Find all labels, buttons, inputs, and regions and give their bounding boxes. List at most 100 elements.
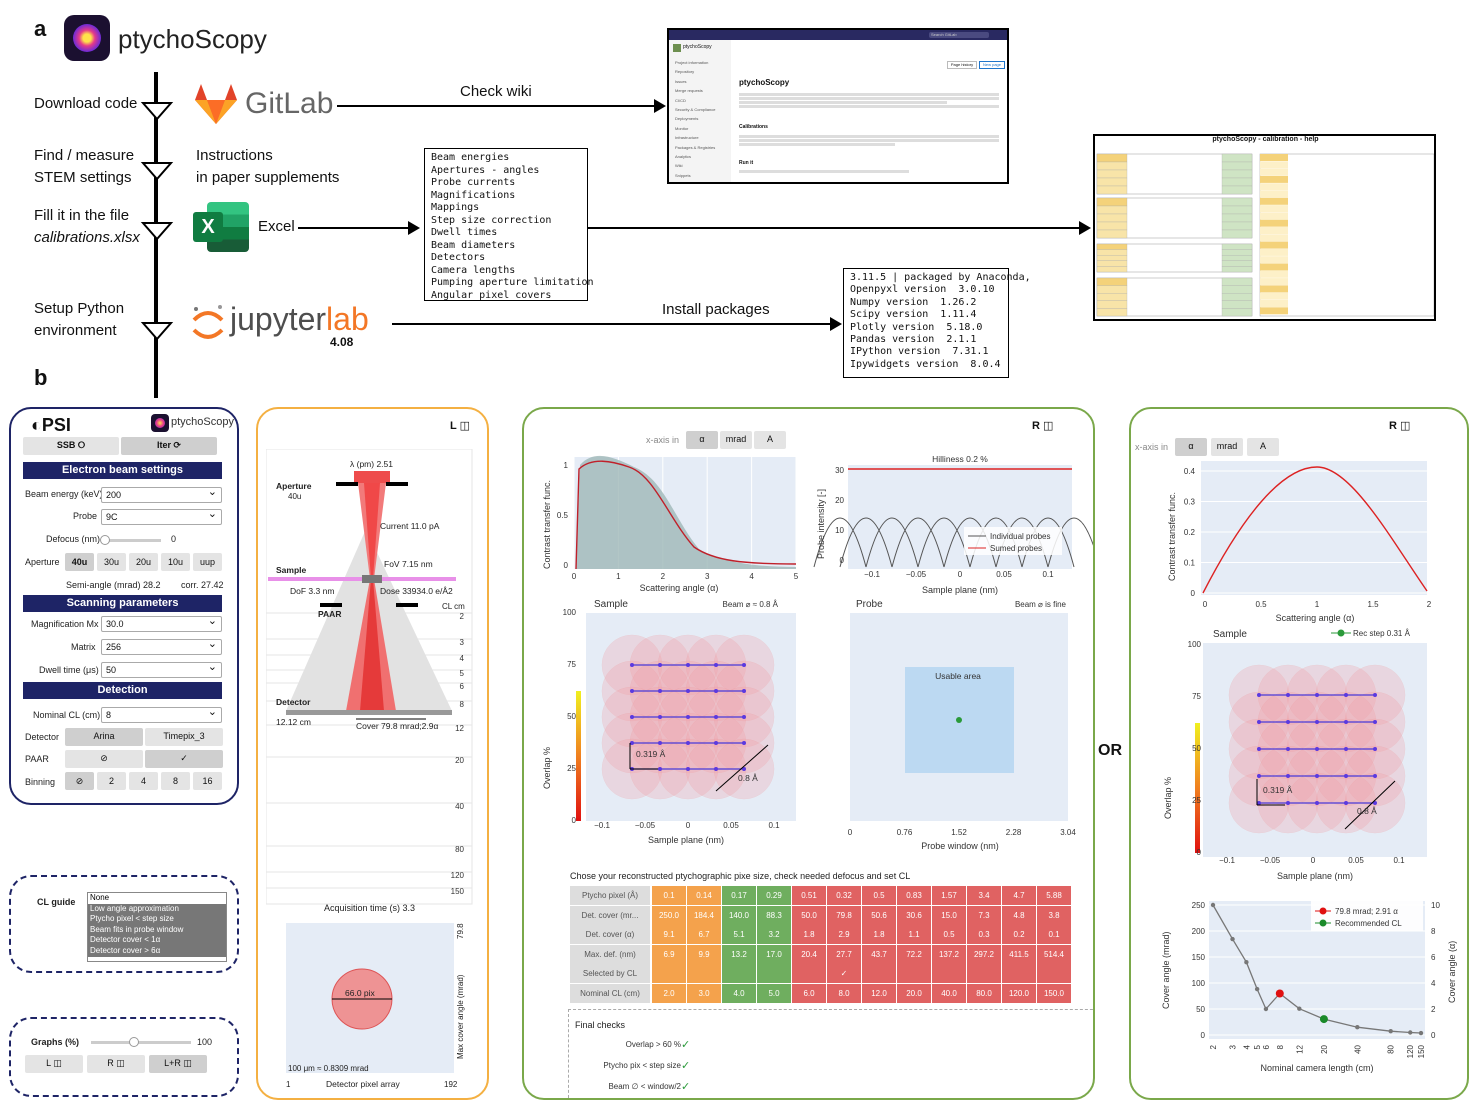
- scan-point: [1257, 720, 1261, 724]
- wiki-menu-item[interactable]: Snippets: [675, 172, 691, 178]
- xaxis-mrad-button[interactable]: mrad: [720, 431, 752, 449]
- cover-point: [1408, 1030, 1413, 1035]
- beam-energy-select[interactable]: 200: [101, 485, 222, 503]
- det-array-label: Detector pixel array: [326, 1079, 400, 1089]
- beam-d-label: 0.8 Å: [738, 773, 758, 783]
- wiki-menu-item[interactable]: Project information: [675, 60, 709, 65]
- xaxis-a-button[interactable]: A: [754, 431, 786, 449]
- graph-l-button[interactable]: L ◫: [25, 1055, 83, 1073]
- arrow-wiki: [337, 105, 657, 107]
- wiki-menu-item[interactable]: Wiki: [675, 163, 683, 169]
- wiki-menu-item[interactable]: Monitor: [675, 125, 689, 131]
- wiki-menu-item[interactable]: Deployments: [675, 116, 699, 122]
- wiki-menu-item[interactable]: Issues: [675, 78, 687, 84]
- binning-button[interactable]: 4: [129, 772, 158, 790]
- table-cell: 250.0: [652, 905, 686, 925]
- table-cell: 20.0: [897, 983, 931, 1003]
- wiki-menu-item[interactable]: Analytics: [675, 154, 692, 160]
- wiki-menu-item[interactable]: Infrastructure: [675, 135, 699, 141]
- wiki-menu-item[interactable]: Security & Compliance: [675, 107, 716, 113]
- table-row-label: Det. cover (α): [570, 925, 650, 944]
- detector-plate: [286, 710, 452, 715]
- wiki-menu-item[interactable]: Packages & Registries: [675, 144, 716, 150]
- r-xaxis-mrad-button[interactable]: mrad: [1211, 438, 1243, 456]
- sheet-cell: [1260, 154, 1288, 161]
- detector-arina-button[interactable]: Arina: [65, 728, 143, 746]
- xaxis-alpha-button[interactable]: α: [686, 431, 718, 449]
- matrix-select[interactable]: 256: [101, 637, 222, 655]
- table-cell: 6.7: [687, 925, 721, 944]
- r-xaxis-a-button[interactable]: A: [1247, 438, 1279, 456]
- sheet-cell: [1260, 248, 1288, 256]
- ptychoscopy-logo-icon: [64, 15, 110, 61]
- probe-select[interactable]: 9C: [101, 507, 222, 525]
- aperture-button-30u[interactable]: 30u: [97, 553, 126, 571]
- sheet-cell: [1260, 270, 1288, 278]
- iter-button[interactable]: Iter ⟳: [121, 437, 217, 455]
- new-page-button[interactable]: New page: [979, 61, 1005, 69]
- binning-button[interactable]: ⊘: [65, 772, 94, 790]
- cl-guide-option[interactable]: Beam fits in probe window: [88, 924, 226, 936]
- graph-lr-button[interactable]: L+R ◫: [149, 1055, 207, 1073]
- dwell-time-select[interactable]: 50: [101, 660, 222, 678]
- wiki-search[interactable]: Search GitLab: [929, 32, 989, 38]
- wiki-menu-item[interactable]: Repository: [675, 69, 695, 75]
- cl-guide-option[interactable]: Low angle approximation: [88, 903, 226, 915]
- detector-timepix-button[interactable]: Timepix_3: [145, 728, 223, 746]
- r-sample-ytick: 50: [1192, 744, 1201, 753]
- detector-label: Detector: [276, 697, 311, 707]
- cl-guide-option[interactable]: None: [88, 893, 226, 904]
- excel-list-item: Apertures - angles: [431, 164, 540, 176]
- pi-ytick: 10: [835, 526, 844, 535]
- graph-r-button[interactable]: R ◫: [87, 1055, 145, 1073]
- table-cell: 411.5: [1002, 944, 1036, 964]
- binning-button[interactable]: 2: [97, 772, 126, 790]
- aperture-button-40u[interactable]: 40u: [65, 553, 94, 571]
- aperture-value: 40u: [288, 492, 301, 501]
- sheet-cell: [1096, 249, 1128, 256]
- wiki-menu-item[interactable]: Merge requests: [675, 88, 703, 94]
- table-cell: 5.1: [722, 925, 756, 944]
- probe-xtick: 1.52: [951, 828, 967, 837]
- paar-right: [396, 603, 418, 607]
- beam-diverge-core: [360, 579, 384, 711]
- r-ctf-xtick: 0.5: [1255, 600, 1267, 609]
- wiki-menu-item[interactable]: CI/CD: [675, 97, 686, 103]
- cl-guide-option[interactable]: Detector cover < 1α: [88, 935, 226, 946]
- excel-list-item: Pumping aperture limitation: [431, 277, 594, 288]
- aperture-button-uup[interactable]: uup: [193, 553, 222, 571]
- table-cell: 17.0: [757, 944, 791, 964]
- scan-point: [714, 741, 718, 745]
- page-history-button[interactable]: Page history: [947, 61, 977, 69]
- probe-title: Probe: [856, 599, 883, 610]
- table-row-label: Selected by CL: [570, 964, 650, 983]
- r-sample-ytick: 100: [1188, 640, 1202, 649]
- paar-on-button[interactable]: ✓: [145, 750, 223, 768]
- scan-point: [1286, 720, 1290, 724]
- table-cell: 1.1: [897, 925, 931, 944]
- nominal-cl-select[interactable]: 8: [101, 705, 222, 723]
- magnification-select[interactable]: 30.0: [101, 614, 222, 632]
- paar-off-button[interactable]: ⊘: [65, 750, 143, 768]
- cl-guide-option[interactable]: Ptycho pixel < step size: [88, 914, 226, 925]
- probe-xlabel: Probe window (nm): [921, 841, 999, 851]
- sheet-cell: [1096, 205, 1128, 215]
- scan-point: [1344, 774, 1348, 778]
- table-cell: 184.4: [687, 905, 721, 925]
- ctf-xtick: 0: [572, 572, 577, 581]
- defocus-slider[interactable]: [100, 535, 161, 545]
- aperture-button-20u[interactable]: 20u: [129, 553, 158, 571]
- scan-point: [686, 715, 690, 719]
- binning-button[interactable]: 16: [193, 772, 222, 790]
- binning-button[interactable]: 8: [161, 772, 190, 790]
- cover-point: [1230, 936, 1235, 942]
- r-xaxis-alpha-button[interactable]: α: [1175, 438, 1207, 456]
- cl-guide-option[interactable]: Detector cover > 6α: [88, 945, 226, 957]
- aperture-button-10u[interactable]: 10u: [161, 553, 190, 571]
- table-cell: 120.0: [1002, 983, 1036, 1003]
- graphs-slider[interactable]: [91, 1037, 191, 1047]
- ssb-button[interactable]: SSB ⭘: [23, 437, 119, 455]
